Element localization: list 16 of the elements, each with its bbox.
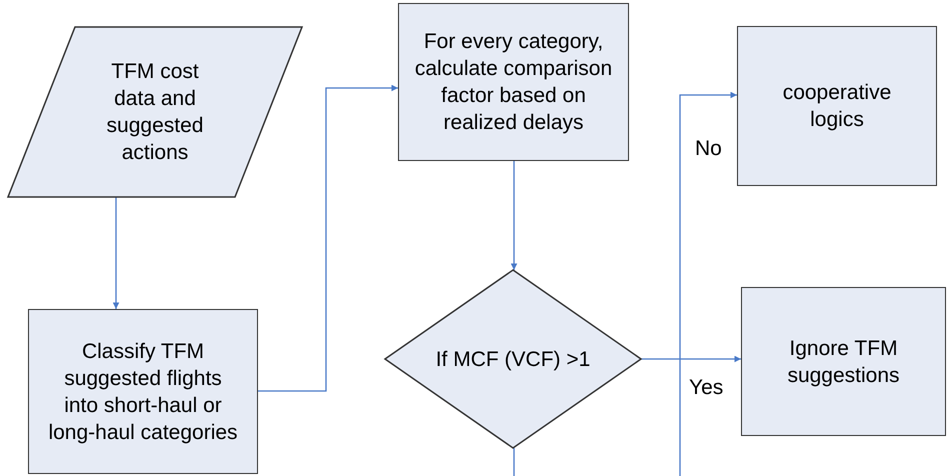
connector-line bbox=[513, 448, 515, 476]
node-text: Ignore TFM suggestions bbox=[786, 336, 901, 388]
arrow bbox=[679, 92, 737, 476]
arrow bbox=[641, 356, 741, 362]
process-box bbox=[398, 3, 629, 161]
node-text: TFM cost data and suggested actions bbox=[106, 59, 204, 166]
process-box bbox=[28, 309, 258, 474]
node-text: For every category, calculate comparison factor based on realized delays bbox=[414, 29, 614, 136]
arrow bbox=[510, 161, 518, 270]
arrow bbox=[112, 197, 120, 309]
node-text: cooperative logics bbox=[782, 80, 892, 133]
arrow bbox=[258, 84, 398, 392]
node-text: Classify TFM suggested flights into short-haul or long-haul categories bbox=[48, 338, 238, 446]
process-box bbox=[741, 287, 946, 436]
node-text: If MCF (VCF) >1 bbox=[434, 346, 592, 372]
process-box bbox=[737, 26, 937, 186]
